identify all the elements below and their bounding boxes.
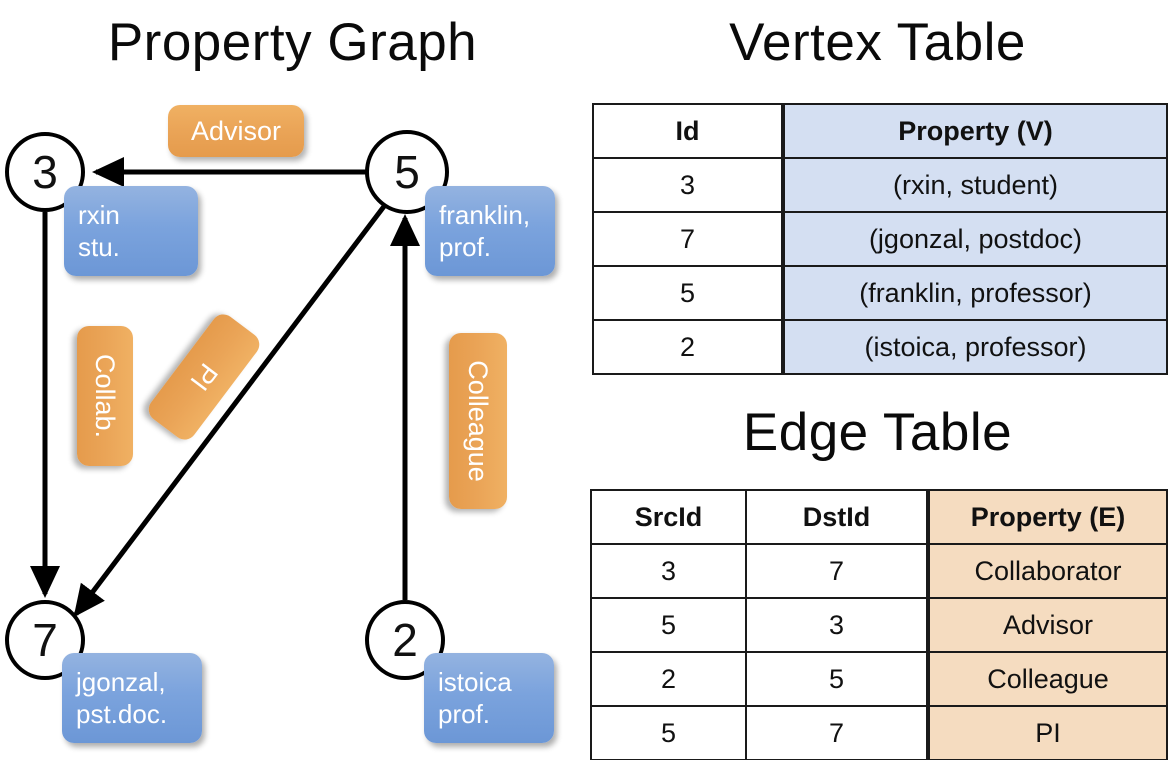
graph-node-3-label: 3 xyxy=(32,146,58,198)
vertex-cell-id: 2 xyxy=(592,319,784,375)
graph-node-2-property-box: istoica prof. xyxy=(424,653,554,743)
graph-node-5-label: 5 xyxy=(394,146,420,198)
table-row[interactable]: 5 3 Advisor xyxy=(590,597,1168,653)
edge-cell-property: Advisor xyxy=(926,597,1168,653)
vertex-cell-id: 7 xyxy=(592,211,784,267)
table-row[interactable]: 5 7 PI xyxy=(590,705,1168,760)
edge-cell-dstid: 3 xyxy=(745,597,929,653)
vertex-cell-property: (jgonzal, postdoc) xyxy=(781,211,1168,267)
table-row[interactable]: 5 (franklin, professor) xyxy=(592,265,1168,321)
graph-node-7-property-box: jgonzal, pst.doc. xyxy=(62,653,202,743)
edge-table-header-property: Property (E) xyxy=(926,489,1168,545)
vertex-table-header-id: Id xyxy=(592,103,784,159)
vertex-cell-property: (franklin, professor) xyxy=(781,265,1168,321)
graph-node-3-property-line1: rxin xyxy=(78,199,120,230)
edge-label-colleague-text: Colleague xyxy=(463,360,494,482)
edge-cell-dstid: 5 xyxy=(745,651,929,707)
edge-cell-srcid: 3 xyxy=(590,543,747,599)
edge-arrow-pi xyxy=(73,203,387,618)
table-row[interactable]: 2 5 Colleague xyxy=(590,651,1168,707)
vertex-cell-property: (istoica, professor) xyxy=(781,319,1168,375)
vertex-cell-id: 5 xyxy=(592,265,784,321)
edge-table-header-dstid: DstId xyxy=(745,489,929,545)
vertex-table-title: Vertex Table xyxy=(729,13,1026,72)
table-row[interactable]: 7 (jgonzal, postdoc) xyxy=(592,211,1168,267)
graph-node-2-property-line1: istoica xyxy=(438,666,512,697)
edge-label-pi-text: PI xyxy=(184,358,225,397)
edge-table-header-row: SrcId DstId Property (E) xyxy=(590,489,1168,545)
graph-node-2-property-line2: prof. xyxy=(438,699,491,729)
property-graph-title: Property Graph xyxy=(107,13,478,72)
graph-node-3-property-line2: stu. xyxy=(78,232,120,262)
table-row[interactable]: 2 (istoica, professor) xyxy=(592,319,1168,375)
edge-label-collab-text: Collab. xyxy=(90,353,121,439)
edge-label-advisor-text: Advisor xyxy=(190,115,282,146)
vertex-table: Id Property (V) 3 (rxin, student) 7 (jgo… xyxy=(592,103,1168,375)
edge-cell-property: Collaborator xyxy=(926,543,1168,599)
edge-table-header-srcid: SrcId xyxy=(590,489,747,545)
graph-node-2[interactable]: 2 xyxy=(365,600,445,680)
table-row[interactable]: 3 7 Collaborator xyxy=(590,543,1168,599)
graph-node-7-property-line2: pst.doc. xyxy=(76,699,168,729)
graph-node-7-property-line1: jgonzal, xyxy=(76,666,166,697)
graph-node-7-label: 7 xyxy=(32,614,58,666)
edge-cell-srcid: 5 xyxy=(590,705,747,760)
graph-node-5[interactable]: 5 xyxy=(365,130,449,214)
vertex-table-header-property: Property (V) xyxy=(781,103,1168,159)
vertex-cell-property: (rxin, student) xyxy=(781,157,1168,213)
edge-table: SrcId DstId Property (E) 3 7 Collaborato… xyxy=(590,489,1168,760)
graph-node-2-label: 2 xyxy=(392,614,418,666)
vertex-table-header-row: Id Property (V) xyxy=(592,103,1168,159)
edge-cell-property: Colleague xyxy=(926,651,1168,707)
edge-label-colleague: Colleague xyxy=(449,333,507,509)
edge-cell-property: PI xyxy=(926,705,1168,760)
vertex-cell-id: 3 xyxy=(592,157,784,213)
graph-node-5-property-line2: prof. xyxy=(439,232,492,262)
graph-edge-arrows xyxy=(30,157,420,618)
graph-node-5-property-line1: franklin, xyxy=(439,199,531,230)
graph-node-5-property-box: franklin, prof. xyxy=(425,186,555,276)
table-row[interactable]: 3 (rxin, student) xyxy=(592,157,1168,213)
edge-cell-dstid: 7 xyxy=(745,705,929,760)
property-graph-diagram: 3 rxin stu. 5 franklin, prof. 7 jgonzal,… xyxy=(5,105,555,743)
edge-cell-dstid: 7 xyxy=(745,543,929,599)
graph-node-3-property-box: rxin stu. xyxy=(64,186,198,276)
edge-table-title: Edge Table xyxy=(742,403,1013,462)
edge-cell-srcid: 5 xyxy=(590,597,747,653)
edge-label-collab: Collab. xyxy=(77,326,133,466)
edge-label-advisor: Advisor xyxy=(168,105,304,157)
edge-cell-srcid: 2 xyxy=(590,651,747,707)
